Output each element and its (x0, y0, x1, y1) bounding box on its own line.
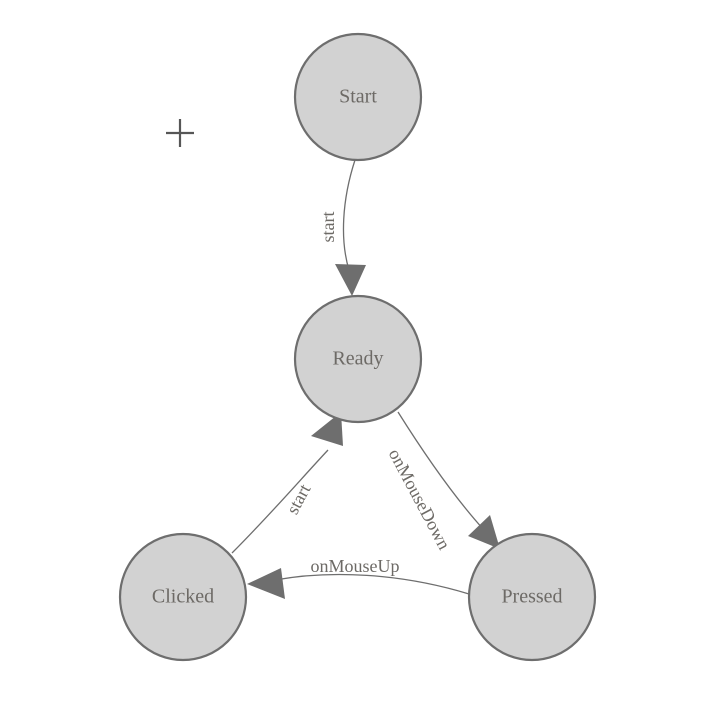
edge-label-start-to-ready: start (318, 212, 338, 243)
edge-pressed-to-clicked-path (274, 573, 470, 595)
edge-label-clicked-to-ready: start (282, 481, 314, 518)
node-clicked-circle[interactable] (118, 532, 248, 662)
edge-label-pressed-to-clicked: onMouseUp (311, 556, 400, 576)
node-ready-circle[interactable] (293, 294, 423, 424)
edge-clicked-to-ready-path (231, 449, 329, 554)
node-pressed[interactable]: Pressed (467, 532, 597, 662)
edge-ready-to-pressed-path (397, 411, 485, 531)
node-ready[interactable]: Ready (293, 294, 423, 424)
node-pressed-label: Pressed (501, 586, 562, 608)
edge-start-to-ready-path (342, 159, 356, 271)
node-ready-label: Ready (332, 348, 383, 370)
edge-ready-to-pressed[interactable]: onMouseDown (385, 411, 500, 553)
edge-start-to-ready[interactable]: start (318, 159, 366, 296)
node-pressed-circle[interactable] (467, 532, 597, 662)
node-clicked[interactable]: Clicked (118, 532, 248, 662)
node-start-label: Start (339, 86, 377, 108)
node-start-circle[interactable] (293, 32, 423, 162)
edge-start-to-ready-arrowhead (335, 264, 366, 296)
edge-label-ready-to-pressed: onMouseDown (385, 445, 455, 552)
edge-pressed-to-clicked[interactable]: onMouseUp (247, 556, 470, 599)
edge-clicked-to-ready-arrowhead (311, 412, 343, 446)
edge-pressed-to-clicked-arrowhead (247, 568, 285, 599)
node-start[interactable]: Start (293, 32, 423, 162)
node-clicked-label: Clicked (152, 586, 214, 608)
edge-clicked-to-ready[interactable]: start (231, 412, 343, 554)
crosshair-marker-icon (166, 119, 194, 147)
edge-ready-to-pressed-arrowhead (468, 515, 500, 549)
